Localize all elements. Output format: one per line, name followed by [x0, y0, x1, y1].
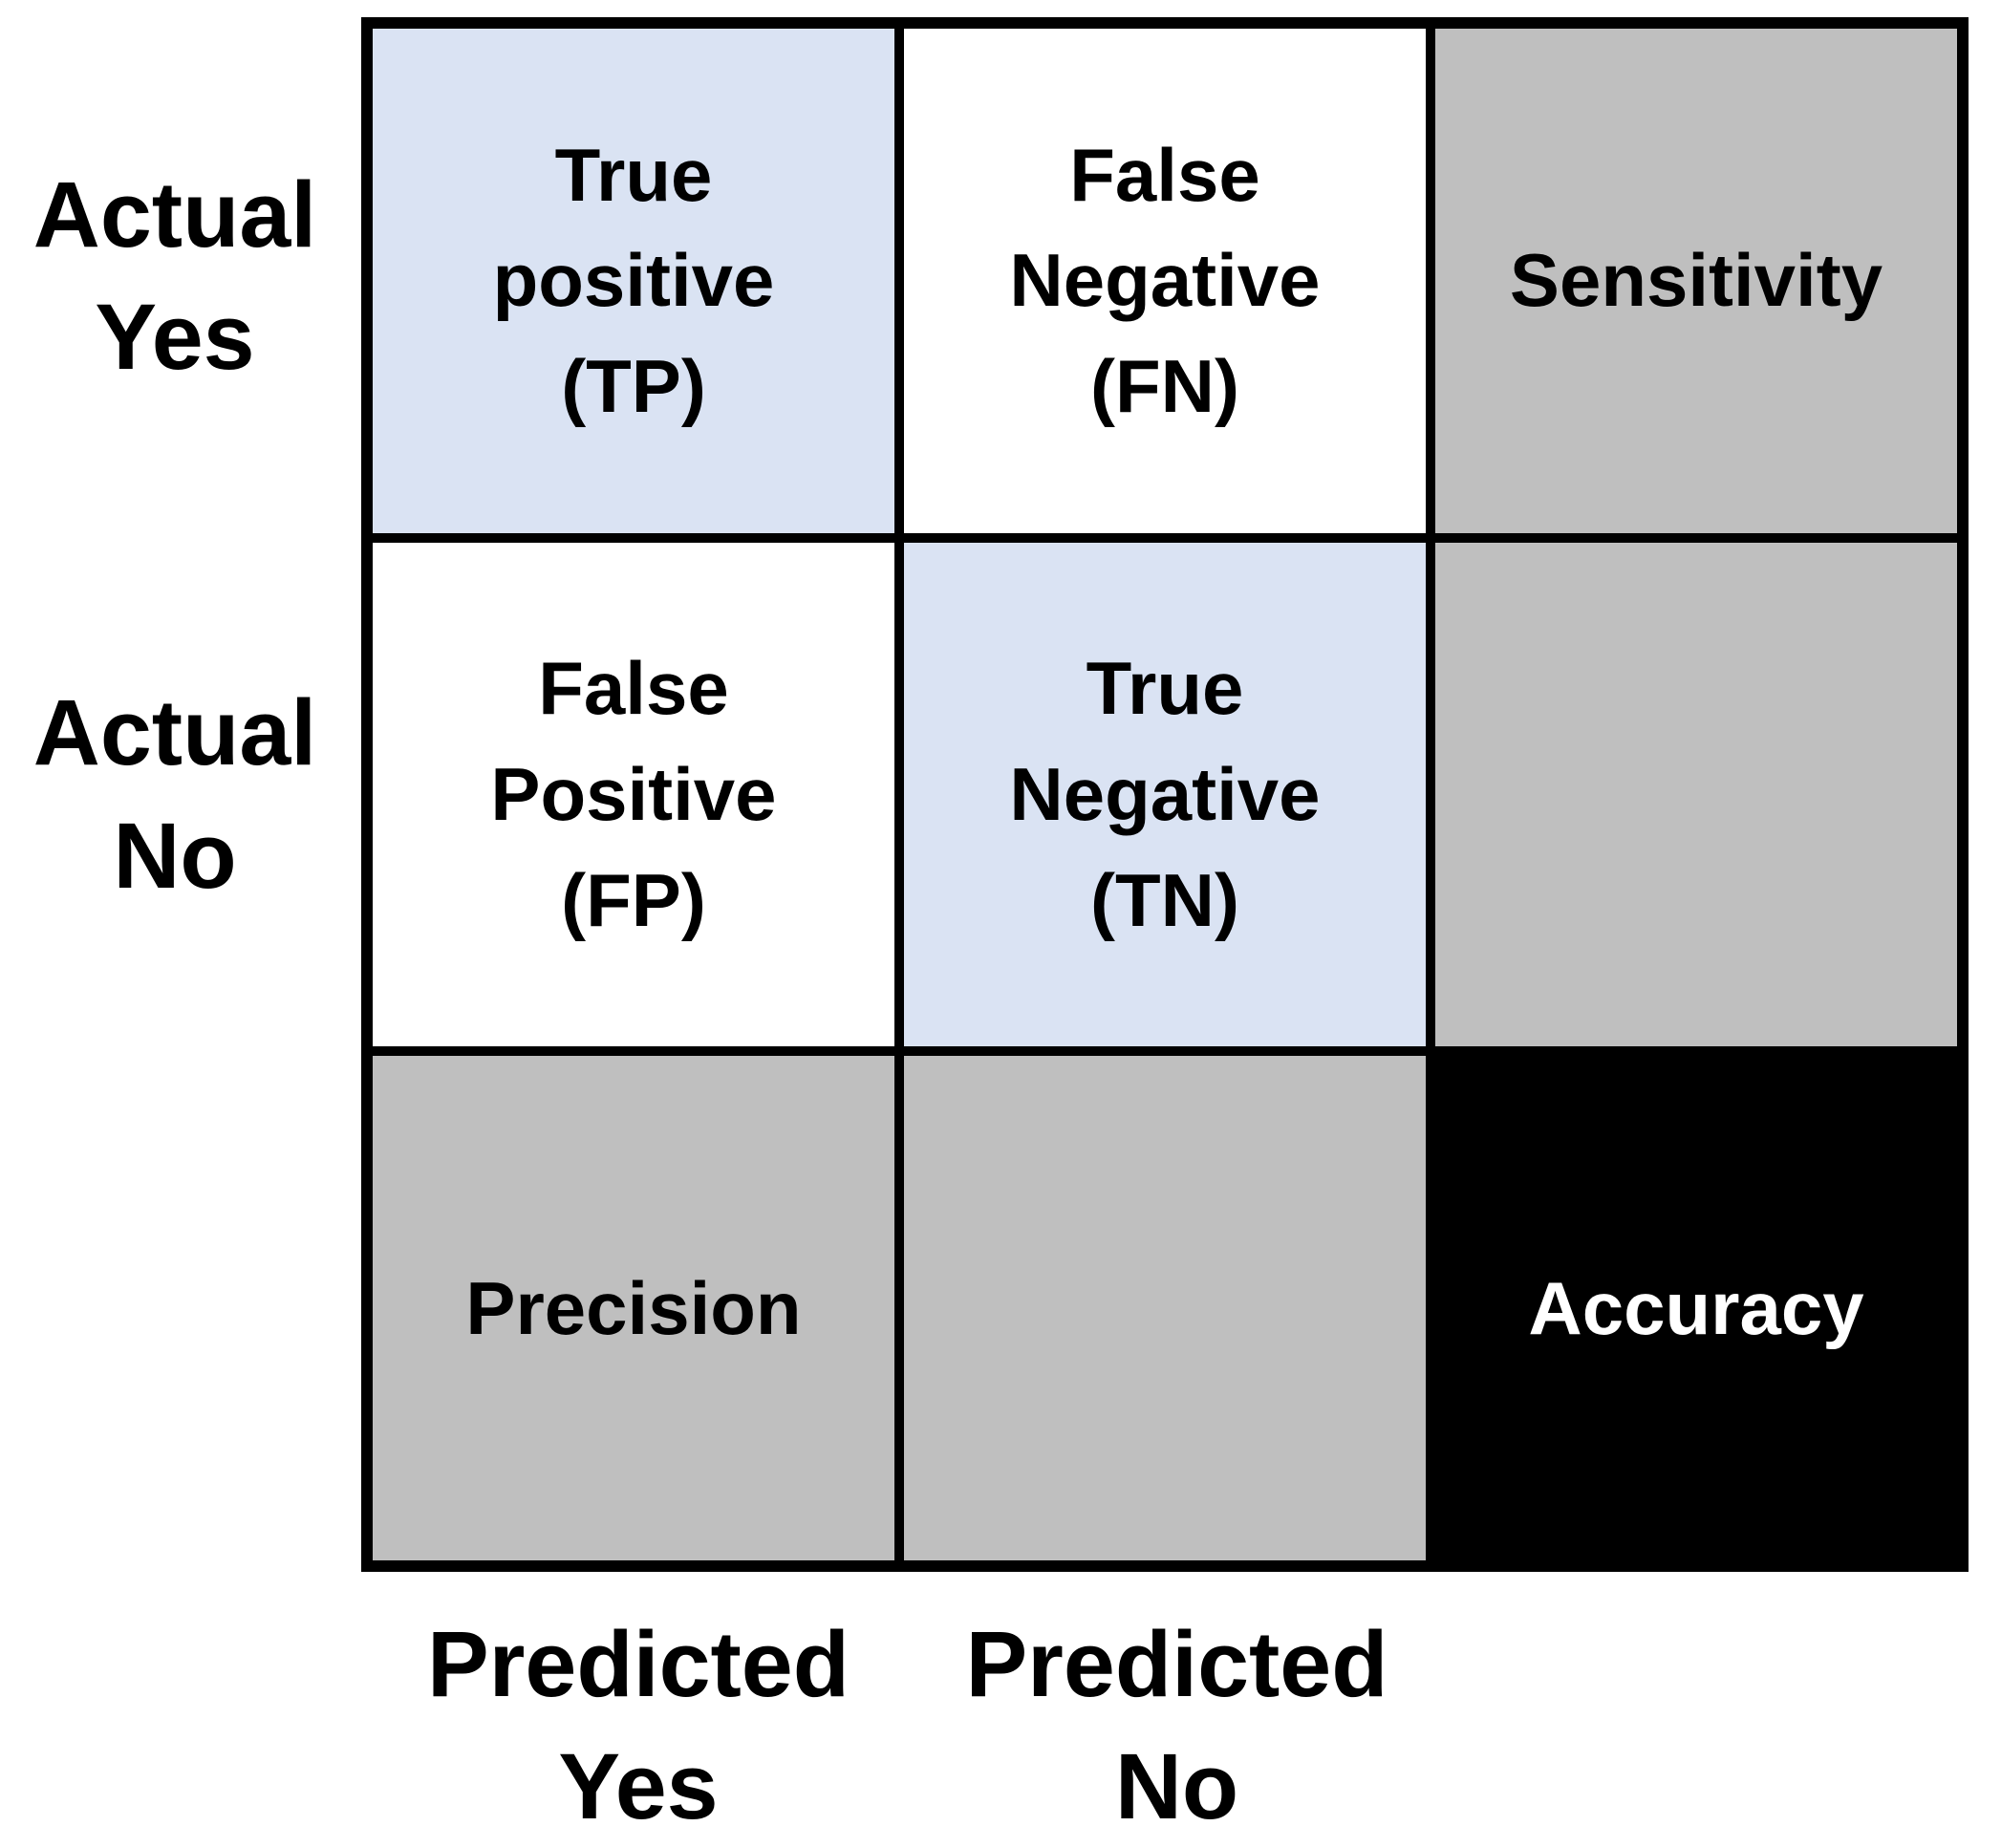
cell-true-negative: True Negative (TN) [904, 542, 1426, 1047]
cell-false-positive: False Positive (FP) [373, 542, 894, 1047]
cell-true-positive: True positive (TP) [373, 29, 894, 533]
col-label-predicted-no: Predicted No [965, 1612, 1388, 1839]
col-label-predicted-yes: Predicted Yes [426, 1612, 850, 1839]
cell-sensitivity: Sensitivity [1435, 29, 1957, 533]
row-label-actual-no: Actual No [32, 680, 317, 908]
cell-precision: Precision [373, 1056, 894, 1560]
cell-empty-bottom-mid [904, 1056, 1426, 1560]
confusion-matrix-table: True positive (TP) False Negative (FN) S… [361, 17, 1969, 1572]
row-label-actual-yes: Actual Yes [32, 161, 317, 389]
cell-empty-mid-right [1435, 542, 1957, 1047]
cell-accuracy: Accuracy [1435, 1056, 1957, 1560]
cell-false-negative: False Negative (FN) [904, 29, 1426, 533]
